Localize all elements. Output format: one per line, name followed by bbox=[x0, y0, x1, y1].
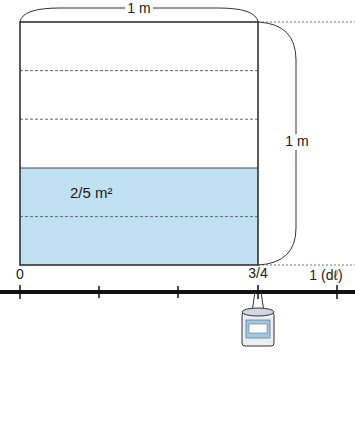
tick bbox=[98, 286, 100, 298]
band-line bbox=[20, 167, 258, 168]
band-line bbox=[20, 216, 258, 217]
band-line bbox=[20, 70, 258, 71]
paint-can bbox=[242, 292, 274, 346]
band-line bbox=[20, 119, 258, 120]
tick bbox=[177, 286, 179, 298]
unit-square bbox=[20, 22, 258, 265]
tick-label: 3/4 bbox=[246, 266, 269, 281]
dimension-label: 1 m bbox=[125, 1, 152, 16]
extension-line bbox=[258, 265, 355, 266]
extension-line bbox=[258, 22, 355, 23]
tick bbox=[257, 285, 259, 299]
tick-label: 0 bbox=[14, 267, 26, 282]
tick bbox=[336, 285, 338, 299]
dimension-label: 1 m bbox=[283, 134, 310, 149]
area-label: 2/5 m² bbox=[70, 184, 113, 201]
tick bbox=[19, 285, 21, 299]
unit-label: 1 (dℓ) bbox=[307, 268, 344, 283]
